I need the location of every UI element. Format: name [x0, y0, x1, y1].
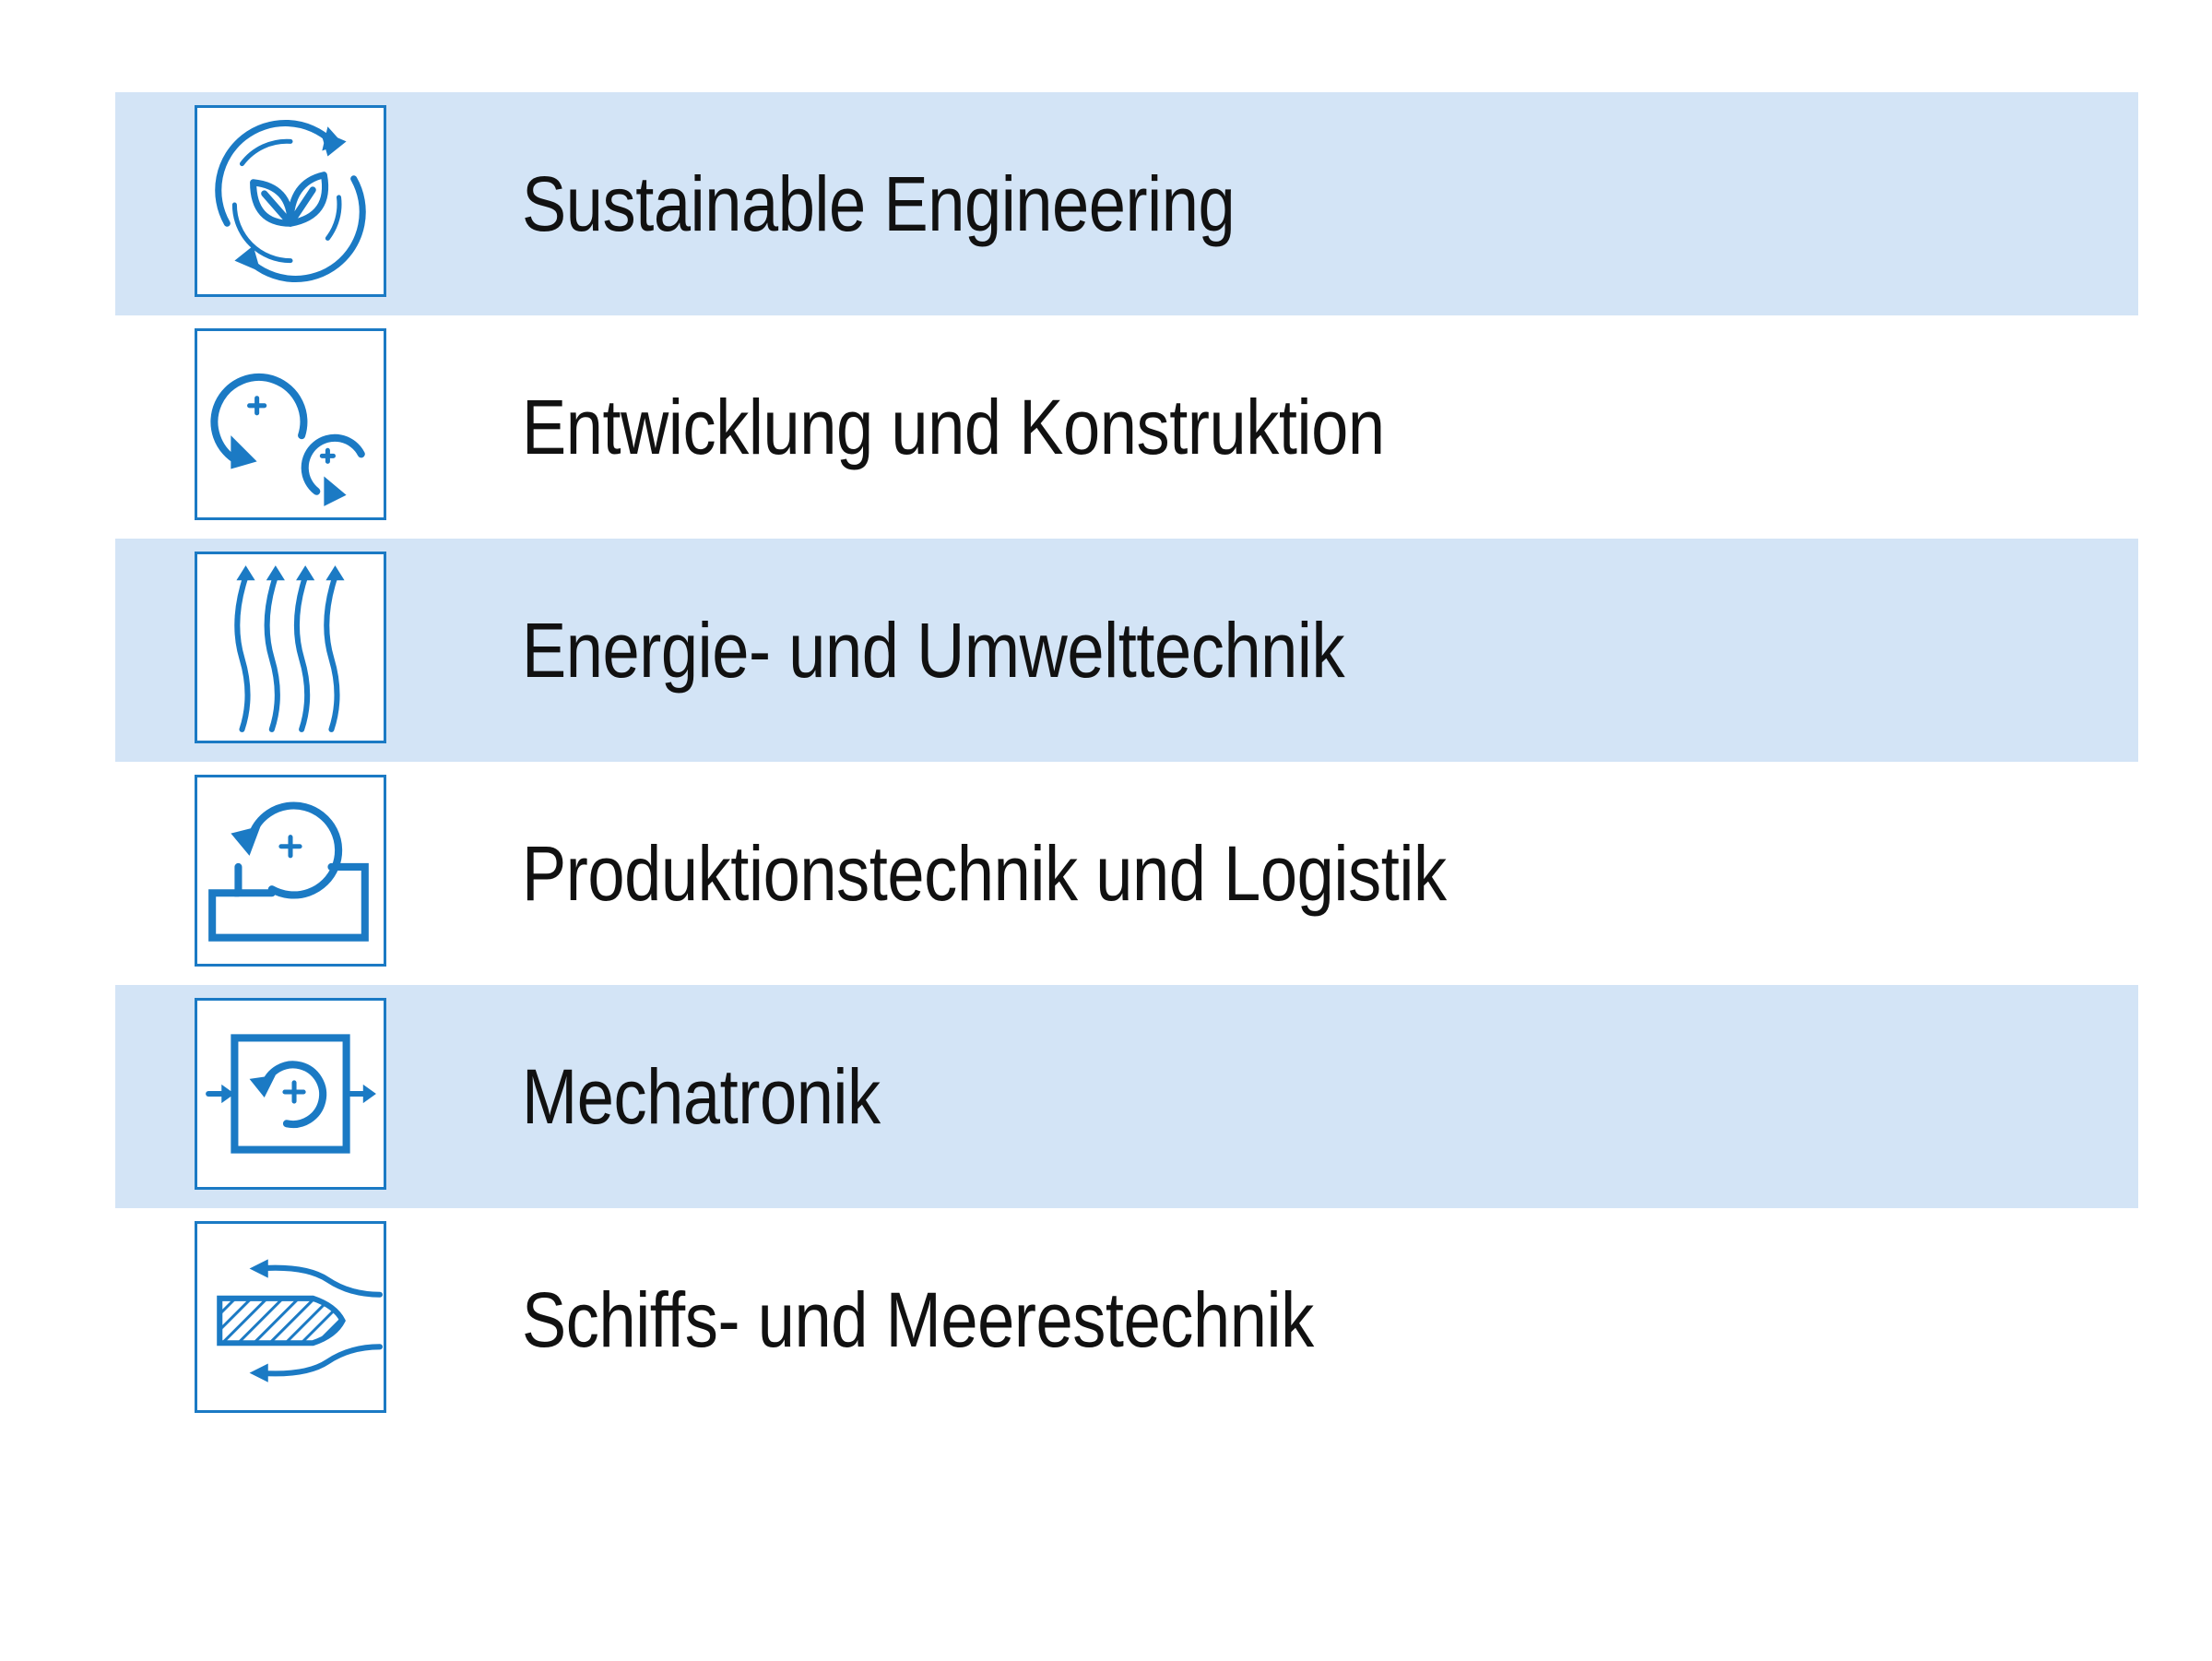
- item-label: Produktionstechnik und Logistik: [522, 829, 1447, 917]
- mechatronic-system-icon: [195, 998, 386, 1190]
- list-item: Entwicklung und Konstruktion: [115, 315, 2138, 539]
- production-roller-icon: [195, 775, 386, 967]
- list-item: Sustainable Engineering: [115, 92, 2138, 315]
- list-item: Produktionstechnik und Logistik: [115, 762, 2138, 985]
- item-label: Entwicklung und Konstruktion: [522, 383, 1385, 470]
- item-label: Energie- und Umwelttechnik: [522, 606, 1345, 694]
- item-label: Schiffs- und Meerestechnik: [522, 1275, 1314, 1363]
- field-list: Sustainable Engineering Entwicklung und …: [115, 92, 2138, 1431]
- gears-rotation-icon: [195, 328, 386, 520]
- ship-hull-flow-icon: [195, 1221, 386, 1413]
- item-label: Mechatronik: [522, 1052, 881, 1140]
- list-item: Energie- und Umwelttechnik: [115, 539, 2138, 762]
- list-item: Schiffs- und Meerestechnik: [115, 1208, 2138, 1431]
- leaf-cycle-icon: [195, 105, 386, 297]
- list-item: Mechatronik: [115, 985, 2138, 1208]
- item-label: Sustainable Engineering: [522, 160, 1236, 247]
- rising-waves-icon: [195, 552, 386, 743]
